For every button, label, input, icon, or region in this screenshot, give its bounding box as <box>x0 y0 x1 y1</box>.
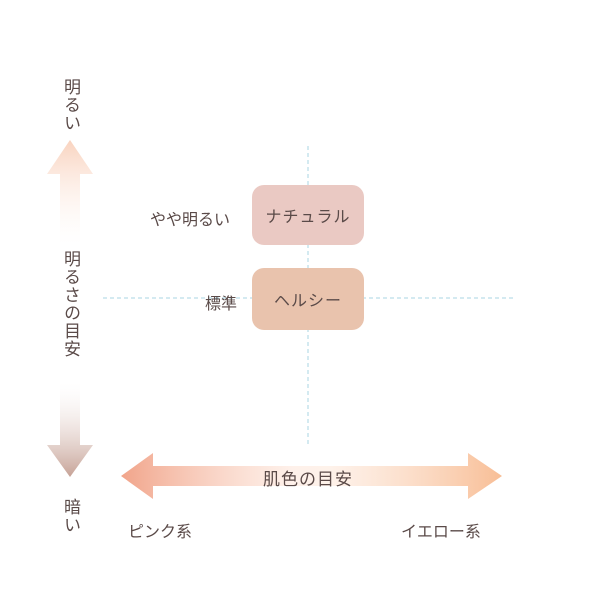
brightness-bottom-label: 暗い <box>60 498 80 534</box>
brightness-up-arrow <box>47 140 93 245</box>
skin-tone-arrow <box>121 453 502 499</box>
brightness-top-label: 明るい <box>60 78 80 132</box>
brightness-axis-title: 明るさの目安 <box>60 250 80 358</box>
chip-natural: ナチュラル <box>252 185 364 245</box>
skin-tone-axis-title: 肌色の目安 <box>263 470 353 490</box>
row-label-slightly-bright: やや明るい <box>150 210 231 229</box>
row-label-standard: 標準 <box>205 294 238 313</box>
yellow-tone-label: イエロー系 <box>401 522 481 541</box>
pink-tone-label: ピンク系 <box>128 522 193 541</box>
chip-healthy: ヘルシー <box>252 268 364 330</box>
brightness-down-arrow <box>47 383 93 477</box>
